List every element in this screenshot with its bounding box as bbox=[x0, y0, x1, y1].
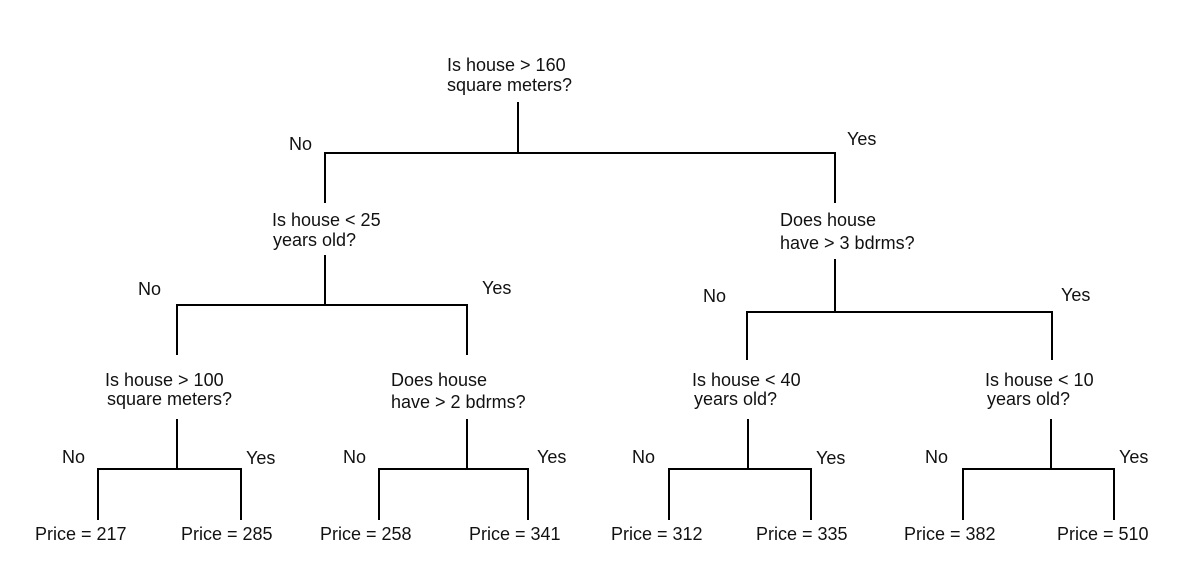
node-size-100-no-label: No bbox=[62, 447, 85, 467]
node-age-40-no-label: No bbox=[632, 447, 655, 467]
node-bdrms-3: Does house have > 3 bdrms? No Yes bbox=[703, 210, 1090, 360]
node-age-10-yes-label: Yes bbox=[1119, 447, 1148, 467]
root-question-line1: Is house > 160 bbox=[447, 55, 566, 75]
node-age-25-yes-label: Yes bbox=[482, 278, 511, 298]
node-bdrms-2: Does house have > 2 bdrms? No Yes Price … bbox=[320, 370, 566, 544]
node-age-10: Is house < 10 years old? No Yes Price = … bbox=[904, 370, 1149, 544]
node-bdrms-3-no-label: No bbox=[703, 286, 726, 306]
node-bdrms-2-line2: have > 2 bdrms? bbox=[391, 392, 526, 412]
node-age-10-no-label: No bbox=[925, 447, 948, 467]
node-age-25-line2: years old? bbox=[273, 230, 356, 250]
node-bdrms-2-line1: Does house bbox=[391, 370, 487, 390]
leaf-price-335: Price = 335 bbox=[756, 524, 848, 544]
leaf-price-285: Price = 285 bbox=[181, 524, 273, 544]
root-no-label: No bbox=[289, 134, 312, 154]
node-bdrms-2-no-label: No bbox=[343, 447, 366, 467]
node-age-25: Is house < 25 years old? No Yes bbox=[138, 210, 511, 355]
node-age-40-line1: Is house < 40 bbox=[692, 370, 801, 390]
leaf-price-510: Price = 510 bbox=[1057, 524, 1149, 544]
node-size-100-yes-label: Yes bbox=[246, 448, 275, 468]
root-yes-label: Yes bbox=[847, 129, 876, 149]
leaf-price-382: Price = 382 bbox=[904, 524, 996, 544]
node-age-10-line1: Is house < 10 bbox=[985, 370, 1094, 390]
leaf-price-312: Price = 312 bbox=[611, 524, 703, 544]
node-bdrms-3-line1: Does house bbox=[780, 210, 876, 230]
node-age-40-line2: years old? bbox=[694, 389, 777, 409]
node-age-25-line1: Is house < 25 bbox=[272, 210, 381, 230]
node-size-100-line2: square meters? bbox=[107, 389, 232, 409]
leaf-price-217: Price = 217 bbox=[35, 524, 127, 544]
node-age-40: Is house < 40 years old? No Yes Price = … bbox=[611, 370, 848, 544]
node-bdrms-3-yes-label: Yes bbox=[1061, 285, 1090, 305]
node-age-25-no-label: No bbox=[138, 279, 161, 299]
leaf-price-258: Price = 258 bbox=[320, 524, 412, 544]
node-bdrms-2-yes-label: Yes bbox=[537, 447, 566, 467]
node-age-40-yes-label: Yes bbox=[816, 448, 845, 468]
root-question-line2: square meters? bbox=[447, 75, 572, 95]
node-age-10-line2: years old? bbox=[987, 389, 1070, 409]
node-bdrms-3-line2: have > 3 bdrms? bbox=[780, 233, 915, 253]
root-node: Is house > 160 square meters? No Yes bbox=[289, 55, 876, 203]
leaf-price-341: Price = 341 bbox=[469, 524, 561, 544]
node-size-100-line1: Is house > 100 bbox=[105, 370, 224, 390]
node-size-100: Is house > 100 square meters? No Yes Pri… bbox=[35, 370, 275, 544]
